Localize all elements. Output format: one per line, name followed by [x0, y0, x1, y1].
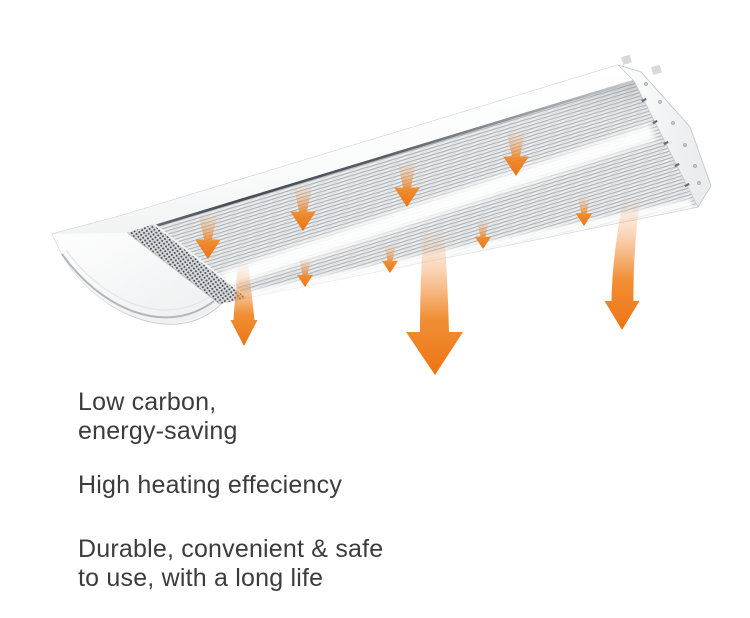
feature-list: Low carbon,energy-saving High heating ef… [78, 388, 383, 593]
frame-strip [52, 65, 634, 252]
feature-line: Low carbon, [78, 388, 217, 416]
heat-flow-arrows [195, 130, 640, 375]
heat-stream-arrow-left [230, 262, 258, 346]
left-end-panel [52, 233, 219, 324]
feature-line: to use, with a long life [78, 564, 324, 592]
feature-high-efficiency: High heating effeciency [78, 471, 383, 500]
reflection-band [220, 124, 656, 289]
heat-stream-arrow-center [406, 226, 463, 375]
end-cap-screws [644, 82, 701, 185]
mounting-tabs [621, 54, 662, 75]
feature-low-carbon: Low carbon,energy-saving [78, 388, 383, 446]
reflection-band [232, 199, 693, 302]
heat-stream-arrow-right [604, 196, 640, 330]
feature-line: Durable, convenient & safe [78, 535, 384, 563]
feature-line: High heating effeciency [78, 471, 343, 499]
fin-slots [641, 97, 690, 188]
right-end-cap [617, 64, 712, 208]
fin-surface [66, 81, 697, 302]
feature-line: energy-saving [78, 417, 238, 445]
